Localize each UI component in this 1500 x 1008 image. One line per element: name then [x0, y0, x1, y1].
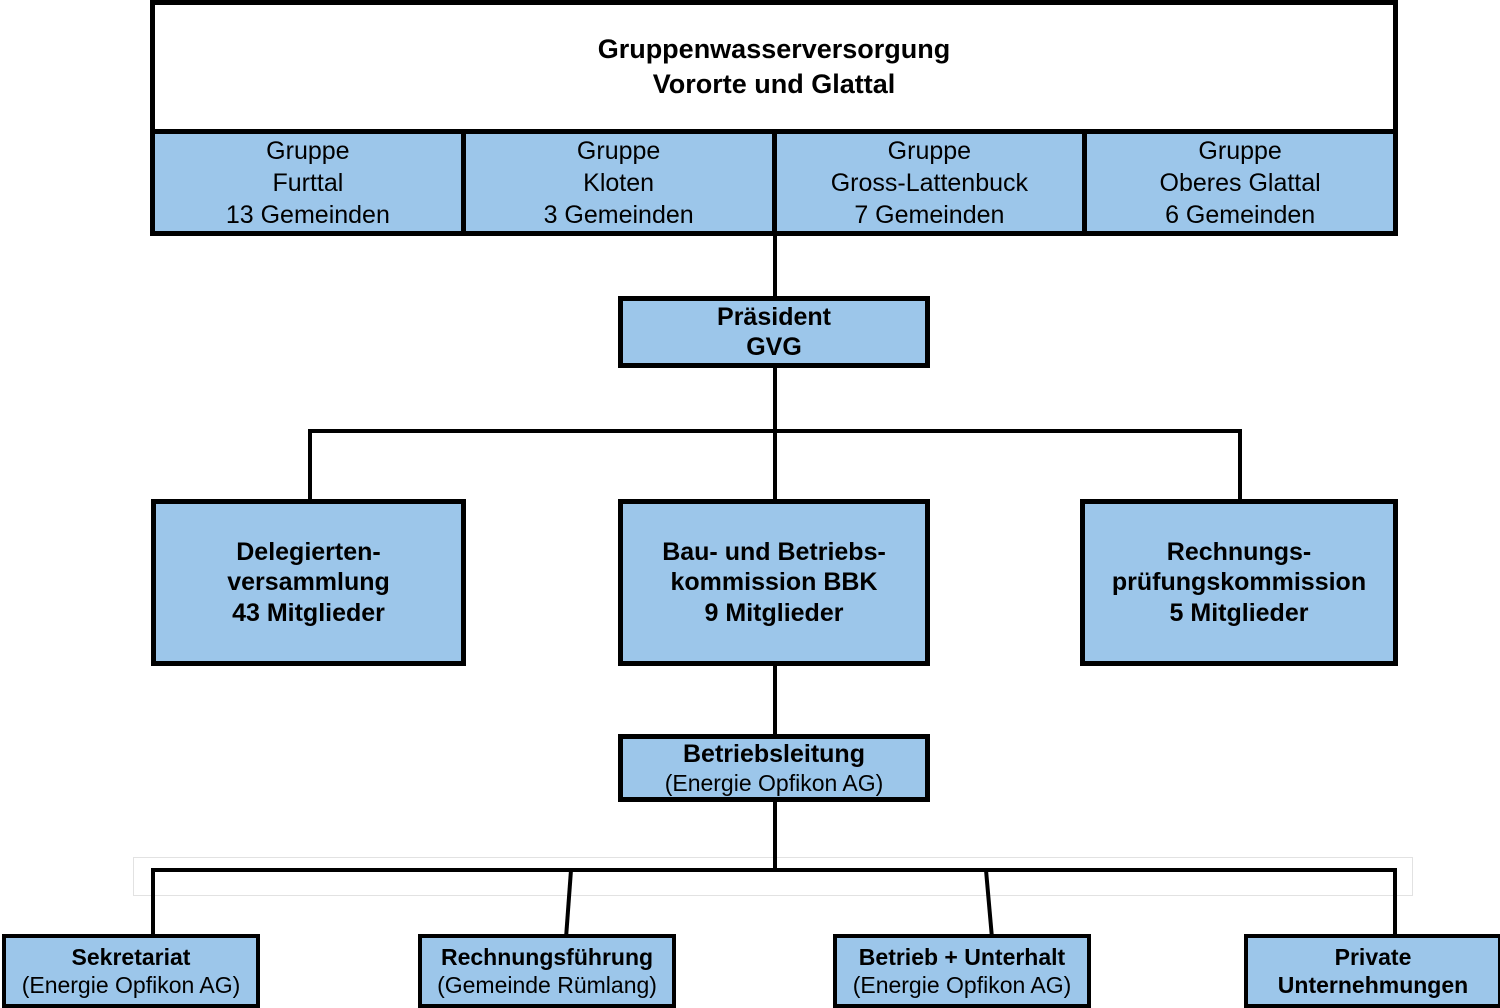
commission-line3: 43 Mitglieder: [232, 598, 385, 627]
connector-units-bus: [151, 868, 1397, 872]
node-betrieb-unterhalt[interactable]: Betrieb + Unterhalt (Energie Opfikon AG): [833, 934, 1091, 1008]
group-label: Gruppe: [887, 136, 972, 165]
unit-line2: (Energie Opfikon AG): [852, 972, 1072, 998]
group-count: 6 Gemeinden: [1165, 200, 1316, 229]
management-line1: Betriebsleitung: [683, 739, 865, 768]
commission-line1: Bau- und Betriebs-: [662, 537, 886, 566]
connector-drop-delegiertenversammlung: [308, 429, 312, 501]
commission-line2: kommission BBK: [670, 568, 878, 597]
unit-line1: Sekretariat: [71, 943, 191, 970]
unit-line1: Rechnungsführung: [440, 943, 654, 970]
connector-drop-sekretariat: [151, 868, 155, 938]
organization-title-line2: Vororte und Glattal: [652, 69, 896, 99]
group-label: Gruppe: [266, 136, 350, 165]
organization-title-line1: Gruppenwasserversorgung: [597, 33, 951, 64]
group-cell-gross-lattenbuck[interactable]: Gruppe Gross-Lattenbuck 7 Gemeinden: [776, 134, 1088, 231]
node-bau-und-betriebskommission[interactable]: Bau- und Betriebs- kommission BBK 9 Mitg…: [618, 499, 930, 666]
node-private-unternehmungen[interactable]: Private Unternehmungen: [1244, 934, 1500, 1008]
unit-line1: Betrieb + Unterhalt: [858, 943, 1066, 970]
node-rechnungspruefungskommission[interactable]: Rechnungs- prüfungskommission 5 Mitglied…: [1080, 499, 1398, 666]
connector-betriebsleitung-stem: [773, 802, 777, 870]
organization-title: Gruppenwasserversorgung Vororte und Glat…: [155, 5, 1393, 129]
node-rechnungsfuehrung[interactable]: Rechnungsführung (Gemeinde Rümlang): [418, 934, 676, 1008]
group-cell-kloten[interactable]: Gruppe Kloten 3 Gemeinden: [465, 134, 777, 231]
group-name: Furttal: [272, 168, 344, 197]
group-name: Gross-Lattenbuck: [830, 168, 1029, 197]
group-label: Gruppe: [1198, 136, 1282, 165]
group-cell-furttal[interactable]: Gruppe Furttal 13 Gemeinden: [155, 134, 466, 231]
group-name: Kloten: [583, 168, 655, 197]
node-betriebsleitung[interactable]: Betriebsleitung (Energie Opfikon AG): [618, 734, 930, 802]
connector-president-stem: [773, 368, 777, 431]
group-count: 7 Gemeinden: [854, 200, 1005, 229]
commission-line1: Rechnungs-: [1166, 537, 1312, 566]
unit-line2: (Energie Opfikon AG): [21, 972, 241, 998]
commission-line2: versammlung: [227, 568, 390, 597]
connector-drop-private-unternehmungen: [1393, 868, 1397, 938]
commission-line1: Delegierten-: [236, 537, 381, 566]
group-cell-oberes-glattal[interactable]: Gruppe Oberes Glattal 6 Gemeinden: [1087, 134, 1393, 231]
commission-line3: 9 Mitglieder: [704, 598, 844, 627]
group-count: 13 Gemeinden: [225, 200, 390, 229]
connector-bbk-to-betriebsleitung: [773, 666, 777, 734]
group-row: Gruppe Furttal 13 Gemeinden Gruppe Klote…: [155, 129, 1393, 231]
connector-drop-rechnungspruefung: [1238, 429, 1242, 501]
organization-header-block: Gruppenwasserversorgung Vororte und Glat…: [150, 0, 1398, 236]
unit-line2: Unternehmungen: [1277, 972, 1469, 998]
node-sekretariat[interactable]: Sekretariat (Energie Opfikon AG): [2, 934, 260, 1008]
connector-header-to-president: [773, 236, 777, 296]
group-count: 3 Gemeinden: [543, 200, 694, 229]
unit-line2: (Gemeinde Rümlang): [437, 972, 657, 998]
node-president[interactable]: Präsident GVG: [618, 296, 930, 368]
management-line2: (Energie Opfikon AG): [664, 770, 884, 797]
unit-line1: Private: [1334, 943, 1412, 970]
commission-line3: 5 Mitglieder: [1169, 598, 1309, 627]
group-label: Gruppe: [576, 136, 661, 165]
commission-line2: prüfungskommission: [1111, 568, 1367, 597]
node-delegiertenversammlung[interactable]: Delegierten- versammlung 43 Mitglieder: [151, 499, 466, 666]
group-name: Oberes Glattal: [1159, 168, 1321, 197]
connector-drop-bbk: [773, 429, 777, 501]
president-line1: Präsident: [717, 302, 831, 331]
president-line2: GVG: [746, 333, 802, 361]
